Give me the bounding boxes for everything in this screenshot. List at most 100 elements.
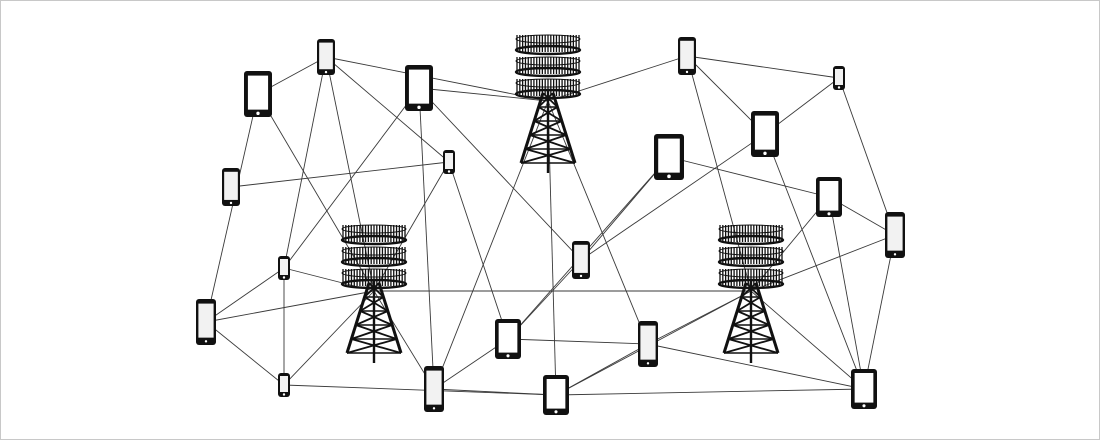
device-home-button [432,407,436,410]
tower-brace [533,106,558,122]
tower-brace [525,148,576,164]
tower-brace [728,324,770,340]
device-home-button [256,111,260,115]
tower-brace [723,338,774,354]
connection-line [205,267,285,323]
device-home-button [554,410,558,414]
tower-leg [519,92,545,164]
device-home-button [282,276,286,279]
connection-line [230,161,450,188]
tower-leg [377,282,403,354]
device-home-button [763,151,767,156]
connection-line [828,196,865,390]
device-screen [247,75,269,110]
tower-brace [728,338,779,354]
tower-leg [754,282,780,354]
device-screen [280,376,288,392]
connection-line [283,384,557,396]
device-screen [574,244,588,273]
device-home-button [667,174,671,179]
tower-brace [364,296,389,312]
connection-line [418,87,582,261]
device-screen [408,69,430,104]
connection-line [555,343,649,396]
device-screen [546,379,566,409]
tower-brace [355,324,397,340]
tower-brace [359,296,384,312]
device-home-button [827,212,831,216]
device-home-button [893,253,897,256]
device-home-button [837,86,841,89]
tower-brace [732,310,766,326]
connection-line [686,55,752,292]
device-screen [754,115,776,150]
device-screen [198,303,214,338]
device-home-button [229,201,233,205]
tablet-icon [278,373,290,397]
device-screen [819,181,839,211]
connection-line [750,290,865,390]
device-screen [640,325,656,360]
connection-line [838,77,896,236]
smartphone-icon [222,168,240,206]
tablet-icon [405,65,433,111]
connection-line [555,388,865,396]
tablet-icon [244,71,272,117]
device-screen [680,40,694,69]
device-home-button [447,170,451,173]
tower-brace [351,324,393,340]
device-screen [887,216,903,251]
device-screen [835,69,843,85]
cell-tower-icon [340,224,408,363]
connection-line [547,100,649,345]
tower-brace [529,134,571,150]
tablet-icon [816,177,842,217]
connection-line [283,56,327,269]
device-home-button [417,105,421,109]
tablet-icon [543,375,569,415]
tower-brace [525,134,567,150]
connection-line [448,161,509,340]
cell-tower-icon [717,224,785,363]
smartphone-icon [424,366,444,412]
tablet-icon [278,256,290,280]
connection-line [764,133,865,390]
device-home-button [324,70,328,74]
device-screen [498,323,518,353]
tower-brace [363,282,380,298]
connection-line [686,55,840,79]
connection-line [205,321,285,386]
device-home-button [685,70,689,74]
tablet-icon [751,111,779,157]
device-screen [854,373,874,403]
tower-brace [745,282,762,298]
connection-line [283,87,420,269]
tower-brace [736,296,761,312]
device-home-button [646,362,650,365]
connection-line [283,290,375,386]
tablet-icon [495,319,521,359]
smartphone-icon [678,37,696,75]
device-screen [658,138,680,173]
connection-line [325,56,450,163]
device-screen [319,42,333,70]
tower-brace [368,282,385,298]
tower-brace [520,148,571,164]
smartphone-icon [196,299,216,345]
device-home-button [204,340,208,343]
network-nodes [196,34,905,415]
tablet-icon [833,66,845,90]
connection-line [325,56,549,102]
device-screen [224,171,238,200]
tower-brace [732,324,774,340]
tower-brace [351,338,402,354]
tower-brace [346,338,397,354]
tower-brace [741,296,766,312]
connection-line [205,93,259,323]
device-home-button [282,393,286,396]
connection-line [433,388,557,396]
tablet-icon [851,369,877,409]
connection-line [647,290,752,345]
